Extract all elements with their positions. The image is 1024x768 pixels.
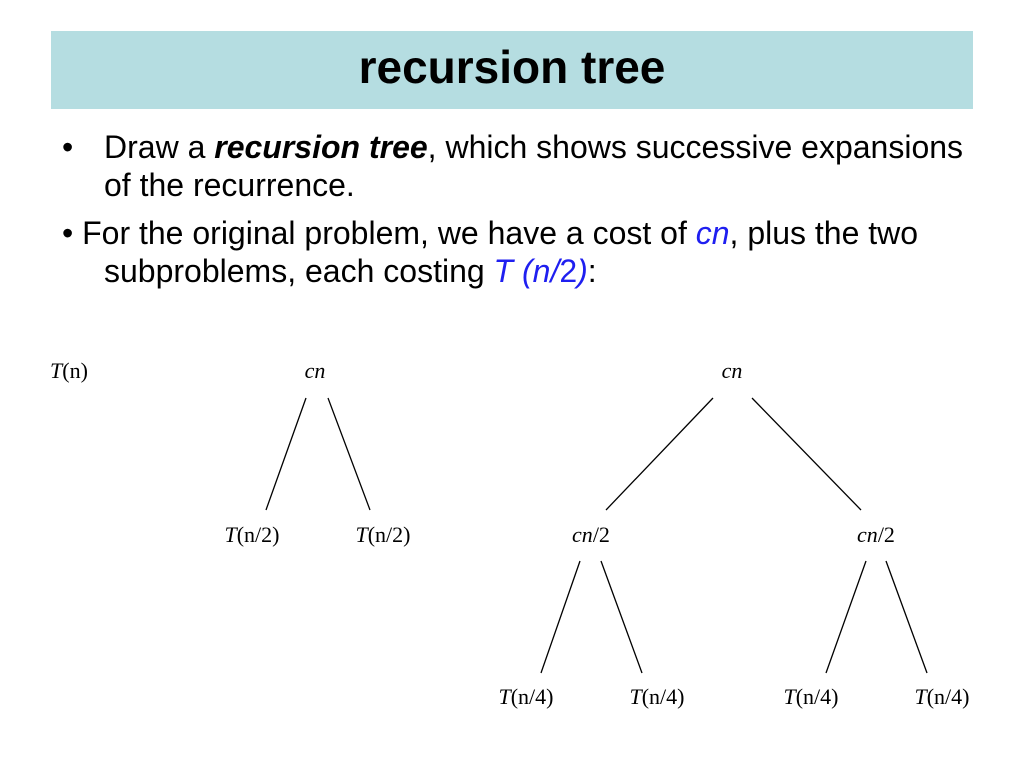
tree-b-root-label: cn <box>305 358 326 383</box>
tree-c: cn cn/2 cn/2 T(n/4) T(n/4) T(n/4) T(n/4) <box>498 358 969 709</box>
tree-c-root-label: cn <box>722 358 743 383</box>
bullet-item-2: • For the original problem, we have a co… <box>62 214 992 290</box>
bullet-2-text-before: For the original problem, we have a cost… <box>73 215 696 251</box>
bullet-list: • Draw a recursion tree, which shows succ… <box>62 128 992 290</box>
subproblem-t: T (n/ <box>493 253 560 289</box>
tree-b-child-left-label: T(n/2) <box>224 522 279 547</box>
subproblem-close: ) <box>577 253 588 289</box>
tree-c-mid-right-label: cn/2 <box>857 522 895 547</box>
subproblem-two: 2 <box>559 253 578 289</box>
tree-c-edge-rr <box>885 560 928 674</box>
tree-a-root-label: T(n) <box>50 358 88 383</box>
tree-c-edge-ll <box>540 560 581 674</box>
slide-title: recursion tree <box>358 41 666 93</box>
tree-c-edge-rl <box>825 560 867 674</box>
tree-c-leaf-1-label: T(n/4) <box>498 684 553 709</box>
tree-c-leaf-4-label: T(n/4) <box>914 684 969 709</box>
tree-c-edge-lr <box>600 560 643 674</box>
tree-c-mid-left-label: cn/2 <box>572 522 610 547</box>
tree-a: T(n) <box>50 358 88 383</box>
tree-b: cn T(n/2) T(n/2) <box>224 358 410 547</box>
title-bar: recursion tree <box>51 31 973 109</box>
tree-b-edge-right <box>327 397 371 511</box>
subproblem-term: T (n/2) <box>494 253 588 289</box>
bullet-marker: • <box>62 129 74 165</box>
bullet-1-text-after: , which shows successive expansions of t… <box>104 129 964 203</box>
bullet-2-text-middle: , plus the two subproblems, each costing <box>104 215 919 289</box>
tree-b-edge-left <box>265 397 307 511</box>
bullet-1-emphasis: recursion tree <box>214 129 428 165</box>
bullet-item-1: • Draw a recursion tree, which shows succ… <box>62 128 992 204</box>
bullet-marker: • <box>62 215 74 251</box>
tree-c-leaf-3-label: T(n/4) <box>783 684 838 709</box>
tree-c-edge-root-right <box>751 397 862 511</box>
tree-c-edge-root-left <box>605 397 714 511</box>
bullet-2-text-end: : <box>587 253 597 289</box>
tree-b-child-right-label: T(n/2) <box>355 522 410 547</box>
cost-term: cn <box>695 215 730 251</box>
bullet-1-text-before: Draw a <box>104 129 215 165</box>
tree-c-leaf-2-label: T(n/4) <box>629 684 684 709</box>
